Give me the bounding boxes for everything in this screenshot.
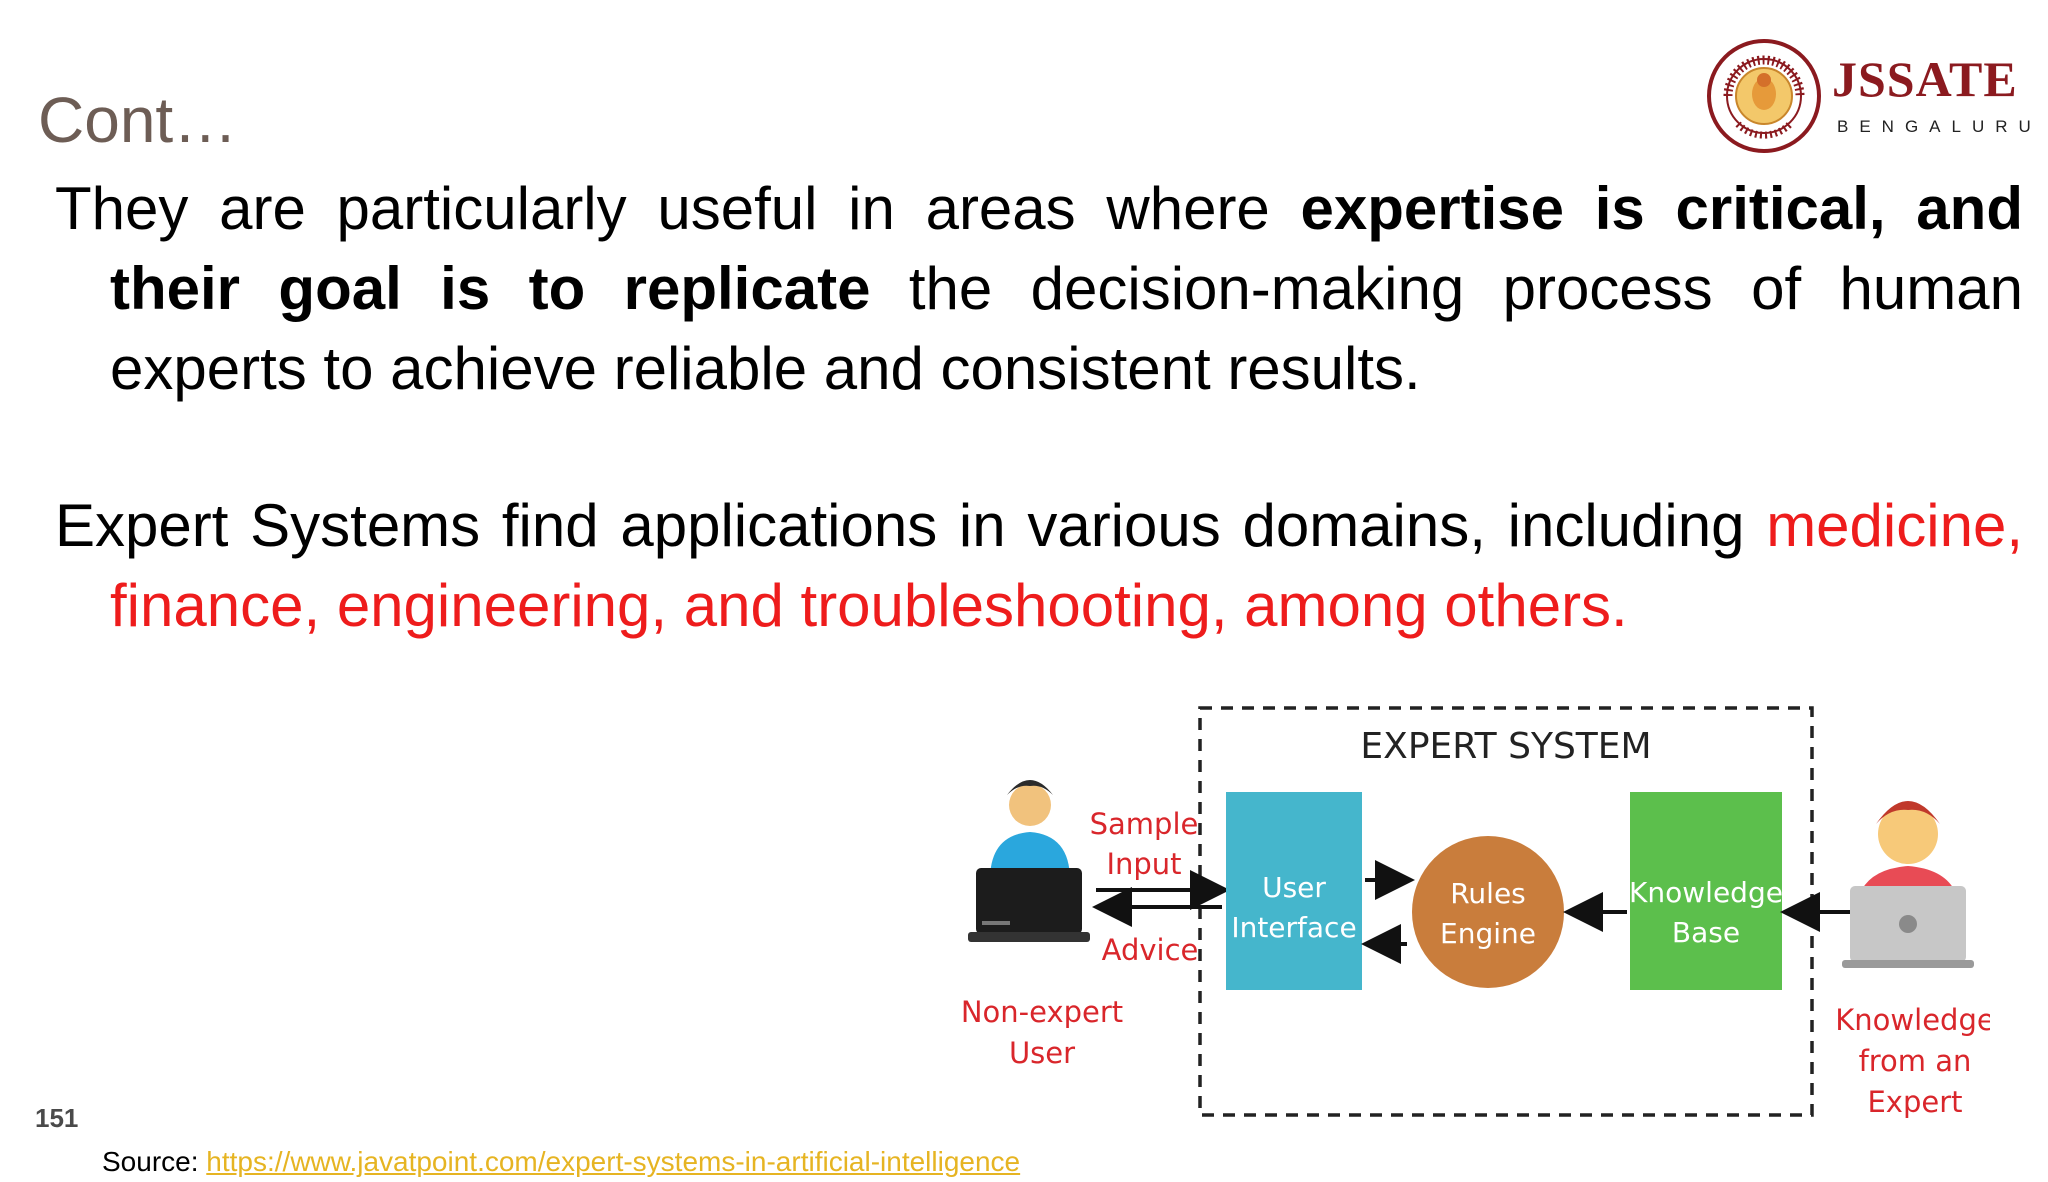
rules-engine-circle [1412,836,1564,988]
slide-title: Cont… [38,84,238,156]
logo-city: BENGALURU [1837,117,2042,136]
non-expert-user-icon [968,780,1090,942]
expert-user-icon [1842,801,1974,968]
knowledge-base-box [1630,792,1782,990]
kb-label-1: Knowledge [1629,876,1783,909]
knowledge-expert-label-2: from an [1859,1044,1972,1078]
non-expert-label-1: Non-expert [961,995,1123,1029]
jssate-logo: JSSATE BENGALURU [1706,38,2031,158]
paragraph-expertise: They are particularly useful in areas wh… [55,169,2023,409]
source-link[interactable]: https://www.javatpoint.com/expert-system… [206,1146,1021,1177]
ui-label-2: Interface [1231,911,1356,944]
expert-system-diagram: EXPERT SYSTEM Sample Input Advice Non-ex… [961,706,1990,1119]
para1-text-b: the decision-making process of human exp… [110,255,2023,402]
para2-domains: medicine, finance, engineering, and trou… [110,492,2023,639]
user-interface-box [1226,792,1362,990]
source-citation: Source: https://www.javatpoint.com/exper… [102,1146,1020,1178]
kb-label-2: Base [1672,916,1740,949]
slide-number: 151 [35,1103,79,1133]
para2-text: Expert Systems find applications in vari… [55,492,1767,559]
sample-input-label-1: Sample [1090,807,1199,841]
ui-label-1: User [1262,871,1326,904]
paragraph-applications: Expert Systems find applications in vari… [55,486,2023,646]
knowledge-expert-label-3: Expert [1867,1085,1962,1119]
college-seal-icon [1707,39,1821,153]
knowledge-expert-label-1: Knowledge [1835,1003,1990,1037]
para1-bold: expertise is critical, and their goal is… [110,175,2023,322]
advice-label: Advice [1102,933,1199,967]
source-label: Source: [102,1146,207,1177]
non-expert-label-2: User [1009,1036,1075,1070]
sample-input-label-2: Input [1106,847,1181,881]
expert-system-boundary [1198,706,1814,1117]
rules-label-2: Engine [1440,917,1536,950]
logo-name: JSSATE [1832,51,2018,107]
rules-label-1: Rules [1450,877,1526,910]
para1-text-a: They are particularly useful in areas wh… [55,175,1301,242]
diagram-title: EXPERT SYSTEM [1360,726,1651,767]
